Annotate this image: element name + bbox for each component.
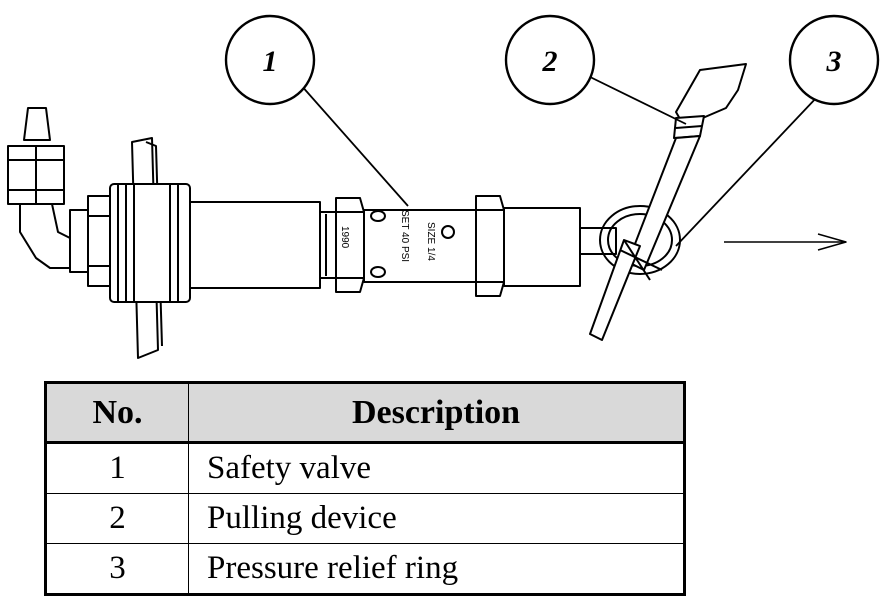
valve-body — [189, 195, 617, 297]
legend-cell-no: 2 — [45, 493, 189, 544]
legend-cell-no: 3 — [45, 543, 189, 595]
callout-number-2: 2 — [542, 45, 558, 78]
callout-circle-1 — [224, 14, 316, 106]
pulling-device — [589, 63, 747, 341]
valve-year-marking: 1990 — [339, 226, 350, 249]
valve-size-marking: SIZE 1/4 — [425, 222, 436, 261]
callout-leader-1 — [299, 83, 409, 207]
callout-number-1: 1 — [263, 45, 278, 78]
safety-valve-diagram: 1 2 3 1990 SET 40 PSI SIZE 1/4 — [7, 14, 880, 359]
pull-direction-arrow — [724, 233, 847, 251]
callout-leader-3 — [675, 95, 819, 247]
legend-header: No. Description — [45, 382, 685, 443]
legend-table: No. Description 1 Safety valve 2 Pulling… — [44, 381, 686, 596]
legend-cell-description: Safety valve — [188, 442, 685, 494]
legend-cell-description: Pressure relief ring — [188, 543, 685, 595]
legend-cell-no: 1 — [45, 442, 189, 494]
legend-header-no: No. — [45, 382, 189, 443]
valve-markings — [441, 225, 455, 239]
callout-leader-2 — [583, 73, 687, 125]
valve-set-pressure-marking: SET 40 PSI — [399, 210, 410, 262]
legend-cell-description: Pulling device — [188, 493, 685, 544]
table-row: 3 Pressure relief ring — [45, 543, 685, 595]
legend-header-row: No. Description — [45, 382, 685, 443]
callout-circle-2 — [504, 14, 596, 106]
elbow-fitting — [7, 107, 71, 269]
legend-header-description: Description — [188, 382, 685, 443]
callout-circle-3 — [788, 14, 880, 106]
threaded-collar — [109, 183, 191, 303]
table-row: 2 Pulling device — [45, 493, 685, 544]
table-row: 1 Safety valve — [45, 442, 685, 494]
callout-number-3: 3 — [826, 45, 842, 78]
legend-body: 1 Safety valve 2 Pulling device 3 Pressu… — [45, 442, 685, 595]
